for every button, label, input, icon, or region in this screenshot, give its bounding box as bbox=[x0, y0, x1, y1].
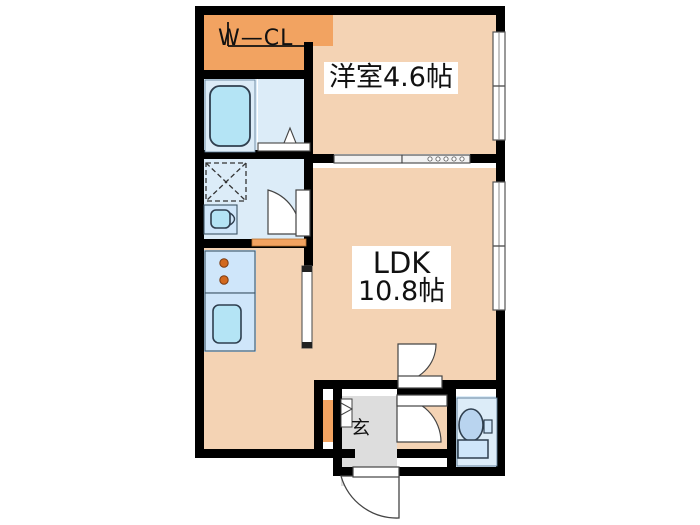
window-bedroom-east bbox=[492, 31, 506, 141]
wall-exterior-bottom-left bbox=[195, 449, 355, 458]
wall-entrance-left bbox=[314, 380, 323, 458]
floor-bathroom-lobby bbox=[258, 78, 310, 154]
wall-bedroom-ldk-left bbox=[304, 154, 334, 163]
door-entrance[interactable] bbox=[340, 466, 400, 519]
burner bbox=[219, 275, 229, 285]
toilet-bowl bbox=[456, 397, 498, 467]
wall-toilet-left bbox=[447, 389, 456, 475]
door-hall-ldk[interactable] bbox=[301, 265, 313, 349]
wash-basin bbox=[203, 204, 238, 235]
floor-wcl-upper bbox=[203, 14, 333, 46]
door-washroom[interactable] bbox=[267, 189, 311, 237]
wall-wcl-right bbox=[304, 42, 313, 79]
door-bathroom[interactable] bbox=[257, 126, 311, 152]
window-ldk-east bbox=[492, 181, 506, 311]
threshold-washroom bbox=[251, 238, 307, 247]
kitchen-sink bbox=[204, 292, 256, 352]
label-walk-in-closet: W—CL bbox=[218, 26, 294, 51]
kitchen-stove bbox=[204, 250, 256, 294]
burner bbox=[219, 258, 229, 268]
washing-machine bbox=[205, 162, 247, 202]
sliding-door-bedroom-ldk[interactable] bbox=[333, 154, 471, 164]
doors bbox=[251, 126, 471, 519]
fixtures bbox=[203, 79, 498, 467]
wall-kitchen-stub bbox=[304, 248, 313, 266]
wall-bathroom-bottom bbox=[195, 150, 313, 159]
windows bbox=[492, 31, 506, 311]
wall-wcl-bottom bbox=[195, 70, 313, 79]
wall-entrance-left-lower bbox=[333, 389, 342, 475]
label-ldk-name: LDK bbox=[372, 246, 431, 280]
wall-bedroom-ldk-right bbox=[470, 154, 505, 163]
wall-exterior-left bbox=[195, 6, 204, 458]
door-toilet[interactable] bbox=[396, 394, 448, 443]
wall-exterior-top bbox=[195, 6, 505, 15]
shoe-closet-door[interactable] bbox=[340, 398, 354, 428]
label-bedroom: 洋室4.6帖 bbox=[324, 62, 458, 95]
label-ldk-size: 10.8帖 bbox=[358, 276, 446, 308]
wall-entrance-bottom bbox=[333, 467, 353, 476]
wall-washroom-right bbox=[304, 79, 313, 159]
label-ldk: LDK 10.8帖 bbox=[352, 246, 452, 309]
wall-exterior-bottom-right bbox=[341, 467, 505, 476]
wall-entrance-bottom-right bbox=[397, 449, 451, 458]
bathtub bbox=[204, 79, 256, 153]
wcl-leader-line bbox=[227, 22, 304, 47]
wall-hall-toilet-top bbox=[397, 389, 455, 398]
door-ldk-hall[interactable] bbox=[397, 343, 443, 389]
label-entrance: 玄 bbox=[351, 417, 371, 439]
